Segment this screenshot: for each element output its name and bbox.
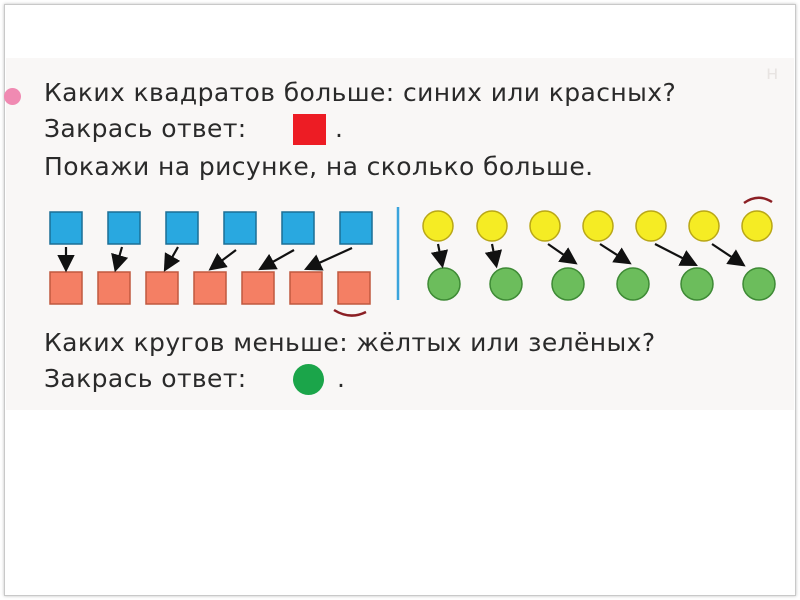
yellow-circle xyxy=(635,210,667,242)
yellow-circle xyxy=(688,210,720,242)
blue-square xyxy=(223,211,257,245)
green-circle xyxy=(489,267,523,301)
blue-square xyxy=(49,211,83,245)
square-arrows xyxy=(57,246,353,273)
blue-square xyxy=(165,211,199,245)
ghost-text: н xyxy=(766,62,779,84)
question1-line1: Каких квадратов больше: синих или красны… xyxy=(44,78,677,107)
extra-mark-arc xyxy=(333,308,367,317)
yellow-circles xyxy=(422,210,773,242)
question1-line3: Покажи на рисунке, на сколько больше. xyxy=(44,152,594,181)
question1-period: . xyxy=(335,114,343,143)
question1-line2: Закрась ответ: xyxy=(44,114,247,143)
red-square xyxy=(97,271,131,305)
red-answer-swatch xyxy=(293,114,326,145)
green-circle xyxy=(551,267,585,301)
question2-line1: Каких кругов меньше: жёлтых или зелёных? xyxy=(44,328,656,357)
blue-square xyxy=(281,211,315,245)
blue-square xyxy=(107,211,141,245)
red-square xyxy=(193,271,227,305)
blue-square xyxy=(339,211,373,245)
pink-bullet-icon xyxy=(4,88,21,105)
question2-period: . xyxy=(337,364,345,393)
green-circle xyxy=(742,267,776,301)
yellow-circle xyxy=(741,210,773,242)
red-square xyxy=(289,271,323,305)
green-circles xyxy=(427,267,776,301)
question2-line2: Закрась ответ: xyxy=(44,364,247,393)
extra-mark-arc xyxy=(743,196,773,205)
yellow-circle xyxy=(529,210,561,242)
green-circle xyxy=(427,267,461,301)
yellow-circle xyxy=(582,210,614,242)
red-square xyxy=(337,271,371,305)
red-square xyxy=(145,271,179,305)
red-squares xyxy=(49,271,371,305)
yellow-circle xyxy=(422,210,454,242)
blue-squares xyxy=(49,211,373,245)
green-answer-circle xyxy=(293,364,324,395)
red-square xyxy=(49,271,83,305)
red-square xyxy=(241,271,275,305)
circle-arrows xyxy=(430,243,746,269)
yellow-circle xyxy=(476,210,508,242)
green-circle xyxy=(680,267,714,301)
green-circle xyxy=(616,267,650,301)
